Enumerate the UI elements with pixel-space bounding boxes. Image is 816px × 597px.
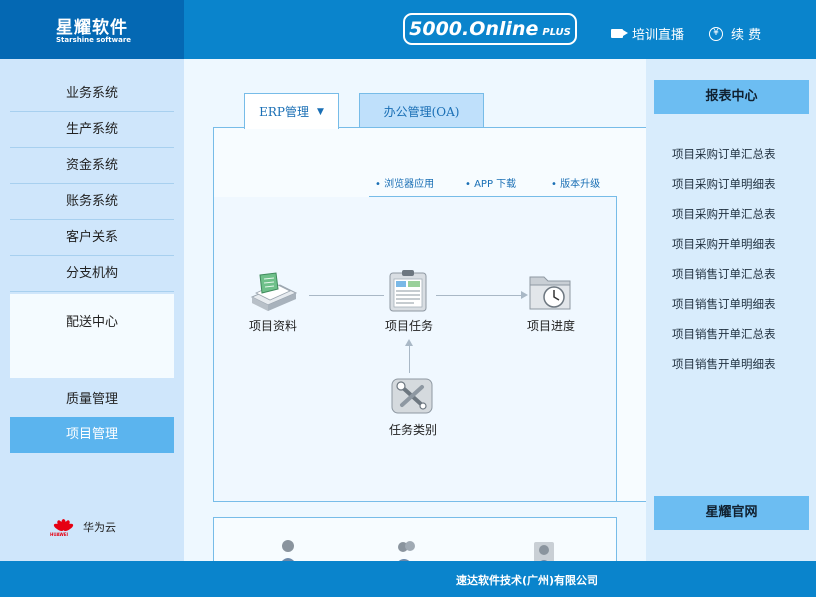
report-link[interactable]: 项目采购开单明细表 bbox=[672, 237, 776, 251]
sidebar-item-branches[interactable]: 分支机构 bbox=[10, 256, 174, 292]
lower-panel bbox=[213, 517, 617, 561]
subtab-bar: • 浏览器应用 • APP 下载 • 版本升级 bbox=[369, 175, 617, 197]
sidebar-item-label: 分支机构 bbox=[65, 266, 118, 281]
huawei-logo-text: HUAWEI bbox=[50, 532, 69, 537]
dropdown-arrow-icon: ▼ bbox=[316, 106, 324, 117]
sidebar-item-label: 生产系统 bbox=[65, 122, 118, 137]
product-edition: PLUS bbox=[542, 26, 571, 38]
sidebar-item-label: 业务系统 bbox=[65, 86, 118, 101]
sidebar-item-crm[interactable]: 客户关系 bbox=[10, 220, 174, 256]
huawei-cloud-partner[interactable]: HUAWEI 华为云 bbox=[50, 518, 116, 537]
product-name: 5000.Online bbox=[409, 18, 539, 40]
renew-link[interactable]: ¥ 续 费 bbox=[709, 24, 761, 43]
flow-item-label: 任务类别 bbox=[388, 423, 437, 437]
brand-subtitle: Starshine software bbox=[56, 36, 132, 44]
flow-item-task-category[interactable]: 任务类别 bbox=[386, 373, 440, 438]
report-link[interactable]: 项目销售开单明细表 bbox=[672, 357, 776, 371]
sidebar-item-accounting[interactable]: 账务系统 bbox=[10, 184, 174, 220]
tab-erp-management[interactable]: ERP管理 ▼ bbox=[244, 93, 339, 129]
sidebar-item-label: 资金系统 bbox=[65, 158, 118, 173]
company-name: 速达软件技术(广州)有限公司 bbox=[456, 574, 599, 587]
subtab-app-download[interactable]: • APP 下载 bbox=[465, 179, 517, 190]
product-badge: 5000.Online PLUS bbox=[403, 13, 577, 45]
flow-connector bbox=[436, 295, 521, 296]
flow-item-label: 项目进度 bbox=[526, 319, 575, 333]
subtab-version-upgrade[interactable]: • 版本升级 bbox=[551, 179, 601, 190]
partner-label: 华为云 bbox=[83, 521, 116, 534]
sidebar-item-label: 账务系统 bbox=[65, 194, 118, 209]
right-sidebar: 报表中心 项目采购订单汇总表 项目采购订单明细表 项目采购开单汇总表 项目采购开… bbox=[646, 59, 816, 561]
report-link[interactable]: 项目销售开单汇总表 bbox=[672, 327, 776, 341]
sidebar-item-production[interactable]: 生产系统 bbox=[10, 112, 174, 148]
sidebar-item-quality[interactable]: 质量管理 bbox=[10, 382, 174, 418]
report-link[interactable]: 项目销售订单汇总表 bbox=[672, 267, 776, 281]
video-camera-icon bbox=[611, 29, 628, 38]
report-link[interactable]: 项目采购开单汇总表 bbox=[672, 207, 776, 221]
report-link[interactable]: 项目采购订单明细表 bbox=[672, 177, 776, 191]
arrow-right-icon bbox=[521, 291, 528, 299]
top-header: 星耀软件 Starshine software 5000.Online PLUS… bbox=[0, 0, 816, 59]
sidebar-item-label: 配送中心 bbox=[65, 315, 118, 330]
training-live-label: 培训直播 bbox=[632, 28, 685, 43]
flow-item-project-progress[interactable]: 项目进度 bbox=[524, 269, 578, 334]
sidebar-item-label: 项目管理 bbox=[65, 427, 118, 442]
report-center-header[interactable]: 报表中心 bbox=[654, 80, 809, 114]
brand-name: 星耀软件 bbox=[56, 18, 128, 38]
flow-item-project-task[interactable]: 项目任务 bbox=[382, 269, 436, 334]
erp-panel: • 浏览器应用 • APP 下载 • 版本升级 bbox=[213, 127, 646, 502]
left-sidebar: 业务系统 生产系统 资金系统 账务系统 客户关系 分支机构 配送中心 质量管理 … bbox=[0, 59, 184, 561]
report-link[interactable]: 项目销售订单明细表 bbox=[672, 297, 776, 311]
project-docs-icon bbox=[250, 272, 298, 311]
tab-office-oa[interactable]: 办公管理(OA) bbox=[359, 93, 484, 128]
brand-logo[interactable]: 星耀软件 Starshine software bbox=[0, 0, 184, 59]
subtab-browser-app[interactable]: • 浏览器应用 bbox=[375, 179, 435, 190]
user-card-icon bbox=[534, 542, 554, 561]
flow-connector bbox=[409, 346, 410, 373]
renew-label: 续 费 bbox=[731, 28, 762, 43]
person-icon bbox=[282, 540, 294, 561]
huawei-logo-icon: HUAWEI bbox=[50, 518, 75, 537]
sidebar-item-distribution[interactable]: 配送中心 bbox=[10, 294, 174, 378]
footer: 速达软件技术(广州)有限公司 bbox=[0, 561, 816, 597]
flow-item-project-docs[interactable]: 项目资料 bbox=[246, 269, 300, 334]
arrow-up-icon bbox=[405, 339, 413, 346]
training-live-link[interactable]: 培训直播 bbox=[611, 24, 684, 43]
group-icon bbox=[398, 541, 415, 561]
task-category-icon bbox=[391, 378, 433, 414]
report-link[interactable]: 项目采购订单汇总表 bbox=[672, 147, 776, 161]
main-content: ERP管理 ▼ 办公管理(OA) • 浏览器应用 • APP 下载 • 版本升级 bbox=[184, 59, 646, 561]
sidebar-item-business[interactable]: 业务系统 bbox=[10, 76, 174, 112]
sidebar-item-label: 客户关系 bbox=[65, 230, 118, 245]
tab-label: 办公管理(OA) bbox=[383, 104, 460, 119]
sidebar-item-funds[interactable]: 资金系统 bbox=[10, 148, 174, 184]
project-progress-icon bbox=[529, 276, 571, 310]
flow-connector bbox=[309, 295, 384, 296]
sidebar-item-label: 质量管理 bbox=[65, 392, 118, 407]
tab-label: ERP管理 bbox=[259, 105, 309, 119]
project-flow-diagram: 项目资料 项目任务 bbox=[214, 197, 617, 502]
official-website-button[interactable]: 星耀官网 bbox=[654, 496, 809, 530]
sidebar-item-project-management[interactable]: 项目管理 bbox=[10, 417, 174, 453]
flow-item-label: 项目任务 bbox=[384, 319, 433, 333]
renew-coin-icon: ¥ bbox=[709, 26, 723, 41]
project-task-icon bbox=[389, 270, 427, 312]
flow-item-label: 项目资料 bbox=[248, 319, 297, 333]
